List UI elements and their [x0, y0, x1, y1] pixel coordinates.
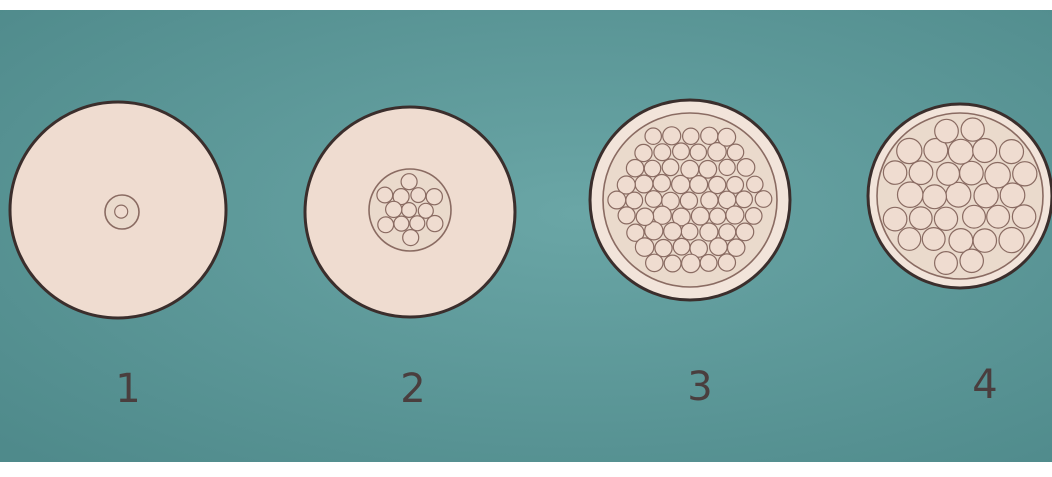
- fiber: [636, 208, 653, 225]
- fiber-bundle-1: [105, 195, 139, 229]
- fiber: [897, 138, 922, 163]
- fiber: [937, 163, 960, 186]
- fiber: [646, 254, 663, 271]
- fiber-bundle-4: [877, 113, 1043, 279]
- fiber: [635, 175, 653, 193]
- fiber: [728, 239, 745, 256]
- fiber: [1013, 162, 1037, 186]
- fiber: [683, 128, 699, 144]
- fiber: [935, 119, 959, 143]
- fiber: [747, 176, 763, 192]
- fiber: [710, 208, 726, 224]
- fiber: [682, 254, 700, 272]
- fiber: [673, 143, 690, 160]
- fiber: [898, 228, 921, 251]
- fiber-bundle-2: [369, 169, 451, 251]
- fiber: [910, 207, 933, 230]
- fiber: [426, 189, 442, 205]
- fiber: [922, 228, 945, 251]
- fiber: [626, 160, 643, 177]
- figure-label-4: 4: [972, 362, 997, 408]
- fiber: [909, 161, 933, 185]
- fiber: [378, 217, 394, 233]
- fiber: [960, 249, 983, 272]
- fiber: [427, 216, 443, 232]
- fiber: [700, 255, 717, 272]
- fiber: [645, 128, 661, 144]
- fiber: [923, 185, 947, 209]
- figure-label-3: 3: [687, 364, 712, 410]
- fiber: [411, 188, 426, 203]
- fiber: [662, 159, 679, 176]
- fiber: [691, 207, 709, 225]
- fiber: [402, 203, 417, 218]
- figure-label-2: 2: [400, 366, 425, 412]
- fiber-bundle-3: [603, 113, 777, 287]
- fiber: [883, 161, 906, 184]
- fiber: [709, 176, 726, 193]
- fiber: [608, 191, 626, 209]
- fiber: [377, 187, 393, 203]
- fiber: [635, 238, 653, 256]
- fiber: [653, 175, 670, 192]
- fiber: [681, 223, 698, 240]
- figure-label-1: 1: [115, 366, 140, 412]
- fiber: [948, 139, 973, 164]
- fiber: [664, 223, 682, 241]
- fiber: [726, 206, 744, 224]
- fiber: [719, 159, 735, 175]
- fiber: [935, 252, 958, 275]
- fiber: [973, 229, 996, 252]
- fiber: [386, 201, 402, 217]
- fiber: [618, 207, 635, 224]
- fiber: [898, 182, 923, 207]
- fiber: [963, 205, 986, 228]
- fiber: [718, 254, 735, 271]
- fiber: [663, 127, 681, 145]
- fiber: [664, 255, 681, 272]
- fiber: [394, 216, 409, 231]
- fiber: [755, 191, 772, 208]
- fiber: [401, 174, 417, 190]
- fiber: [727, 144, 743, 160]
- fiber: [736, 223, 754, 241]
- fiber: [883, 207, 907, 231]
- fiber: [960, 161, 984, 185]
- fiber: [680, 192, 697, 209]
- fiber: [1000, 140, 1024, 164]
- fiber: [681, 160, 699, 178]
- fiber: [1000, 183, 1025, 208]
- fiber: [654, 144, 671, 161]
- fiber: [403, 230, 419, 246]
- fiber: [710, 238, 728, 256]
- fiber: [745, 208, 762, 225]
- fiber: [987, 205, 1010, 228]
- fiber: [701, 192, 718, 209]
- fiber: [736, 191, 753, 208]
- fiber: [701, 127, 718, 144]
- fiber: [635, 144, 652, 161]
- fiber: [946, 182, 971, 207]
- fiber: [645, 191, 662, 208]
- fiber: [644, 160, 660, 176]
- fiber: [737, 159, 755, 177]
- fiber: [727, 177, 744, 194]
- fiber: [115, 205, 128, 218]
- fiber: [999, 228, 1024, 253]
- fiber: [626, 192, 643, 209]
- fiber: [699, 161, 717, 179]
- fiber: [690, 144, 706, 160]
- fiber: [673, 238, 690, 255]
- fiber: [961, 118, 984, 141]
- fiber: [1012, 205, 1035, 228]
- fiber: [934, 207, 957, 230]
- fiber: [655, 240, 672, 257]
- fiber: [973, 139, 997, 163]
- fiber: [718, 128, 736, 146]
